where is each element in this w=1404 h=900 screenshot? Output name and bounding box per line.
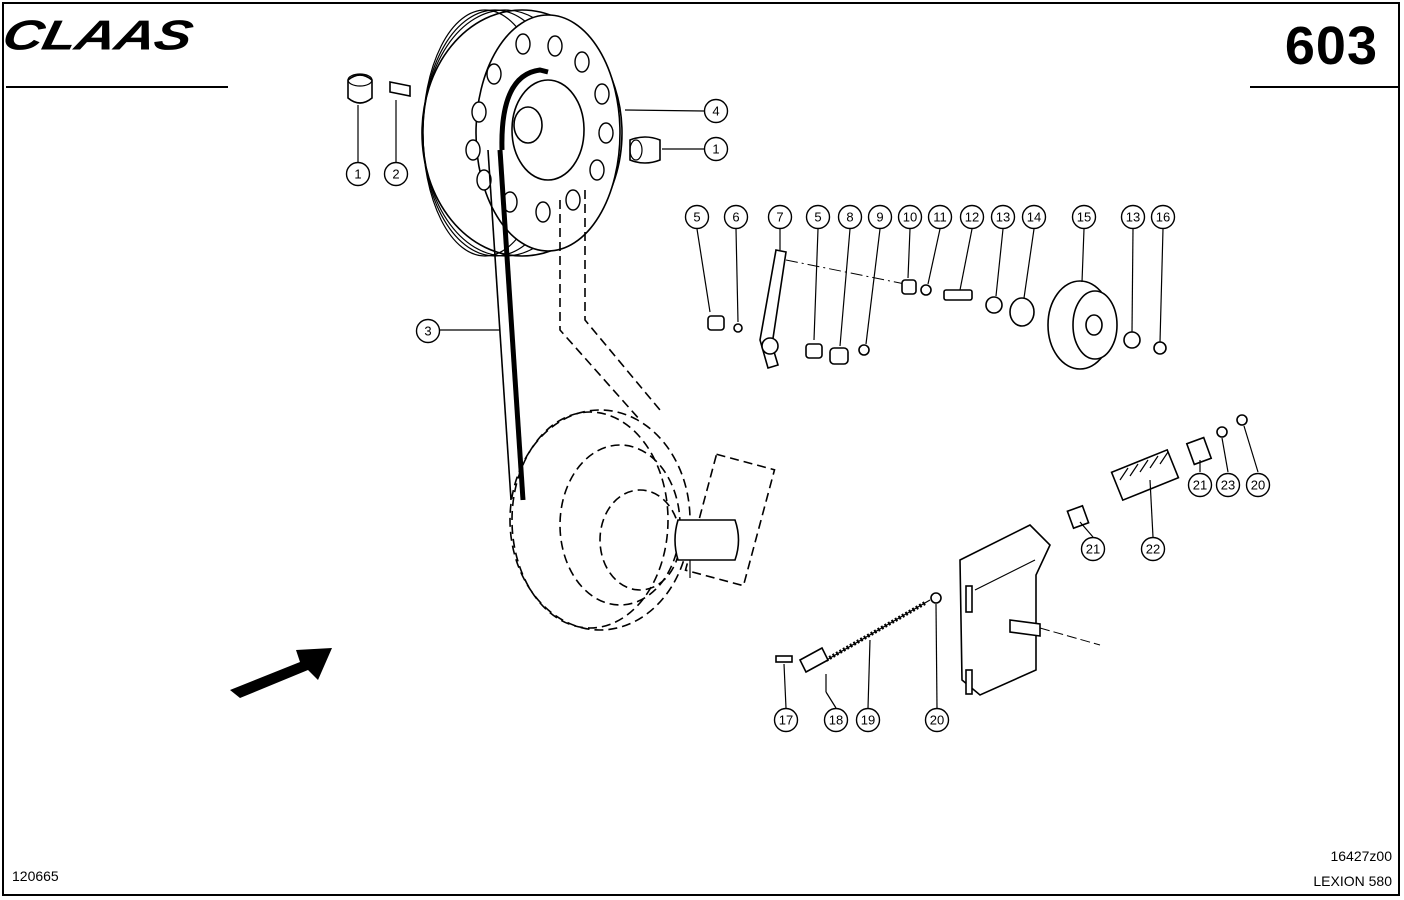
- direction-arrow: [230, 648, 332, 698]
- mounting-bracket: [959, 524, 1101, 696]
- callout-label: 5: [814, 210, 821, 225]
- callout-21: 21: [1187, 472, 1213, 498]
- callout-label: 23: [1221, 478, 1235, 493]
- shaft-clamp: [674, 519, 740, 578]
- callout-10: 10: [897, 204, 923, 230]
- callout-5: 5: [684, 204, 710, 230]
- callout-9: 9: [867, 204, 893, 230]
- callout-label: 3: [424, 324, 431, 339]
- model-name: LEXION 580: [1313, 873, 1392, 889]
- page-number: 603: [1284, 16, 1378, 76]
- callout-11: 11: [927, 204, 953, 230]
- callout-5b: 5: [805, 204, 831, 230]
- callout-label: 1: [712, 142, 719, 157]
- callout-label: 5: [693, 210, 700, 225]
- upper-pulley: [421, 9, 623, 257]
- callout-label: 20: [930, 713, 944, 728]
- tensioner-arm-assembly: [707, 249, 911, 369]
- callout-13b: 13: [1120, 204, 1146, 230]
- callout-20: 20: [1245, 472, 1271, 498]
- callout-2: 2: [383, 161, 409, 187]
- callout-15: 15: [1071, 204, 1097, 230]
- callout-21b: 21: [1080, 536, 1106, 562]
- callout-label: 20: [1251, 478, 1265, 493]
- bushing-part-1: [347, 73, 373, 104]
- callout-1b: 1: [703, 136, 729, 162]
- callout-label: 7: [776, 210, 783, 225]
- callout-1: 1: [345, 161, 371, 187]
- tension-spring-assembly: [775, 414, 1248, 692]
- leader-lines: [357, 100, 1259, 709]
- callout-label: 8: [846, 210, 853, 225]
- callout-label: 14: [1027, 210, 1041, 225]
- key-part-2: [389, 81, 411, 97]
- page-number-underline: [1250, 86, 1400, 88]
- callout-7: 7: [767, 204, 793, 230]
- callout-label: 1: [354, 167, 361, 182]
- callout-label: 22: [1146, 542, 1160, 557]
- callout-label: 19: [861, 713, 875, 728]
- callout-label: 17: [779, 713, 793, 728]
- callout-label: 13: [1126, 210, 1140, 225]
- callout-label: 15: [1077, 210, 1091, 225]
- callout-3: 3: [415, 318, 441, 344]
- callout-label: 2: [392, 167, 399, 182]
- callout-4: 4: [703, 98, 729, 124]
- callout-label: 9: [876, 210, 883, 225]
- callout-label: 6: [732, 210, 739, 225]
- callout-label: 4: [712, 104, 719, 119]
- drive-belt: [487, 67, 549, 501]
- callout-label: 11: [933, 210, 947, 225]
- callout-13: 13: [990, 204, 1016, 230]
- callout-20b: 20: [924, 707, 950, 733]
- callout-12: 12: [959, 204, 985, 230]
- callout-label: 10: [903, 210, 917, 225]
- callout-6: 6: [723, 204, 749, 230]
- callout-17: 17: [773, 707, 799, 733]
- callout-18: 18: [823, 707, 849, 733]
- lower-pulley-dashed: [509, 190, 776, 631]
- callout-label: 21: [1193, 478, 1207, 493]
- callout-8: 8: [837, 204, 863, 230]
- callout-label: 13: [996, 210, 1010, 225]
- callout-23: 23: [1215, 472, 1241, 498]
- idler-hardware: [901, 279, 1167, 370]
- callout-14: 14: [1021, 204, 1047, 230]
- drawing-code: 16427z00: [1330, 848, 1392, 864]
- callout-16: 16: [1150, 204, 1176, 230]
- logo-underline: [6, 86, 228, 88]
- callout-label: 16: [1156, 210, 1170, 225]
- callout-22: 22: [1140, 536, 1166, 562]
- callout-label: 12: [965, 210, 979, 225]
- callout-label: 21: [1086, 542, 1100, 557]
- callout-label: 18: [829, 713, 843, 728]
- callout-19: 19: [855, 707, 881, 733]
- bushing-part-1-right: [629, 136, 661, 164]
- document-id: 120665: [12, 868, 59, 884]
